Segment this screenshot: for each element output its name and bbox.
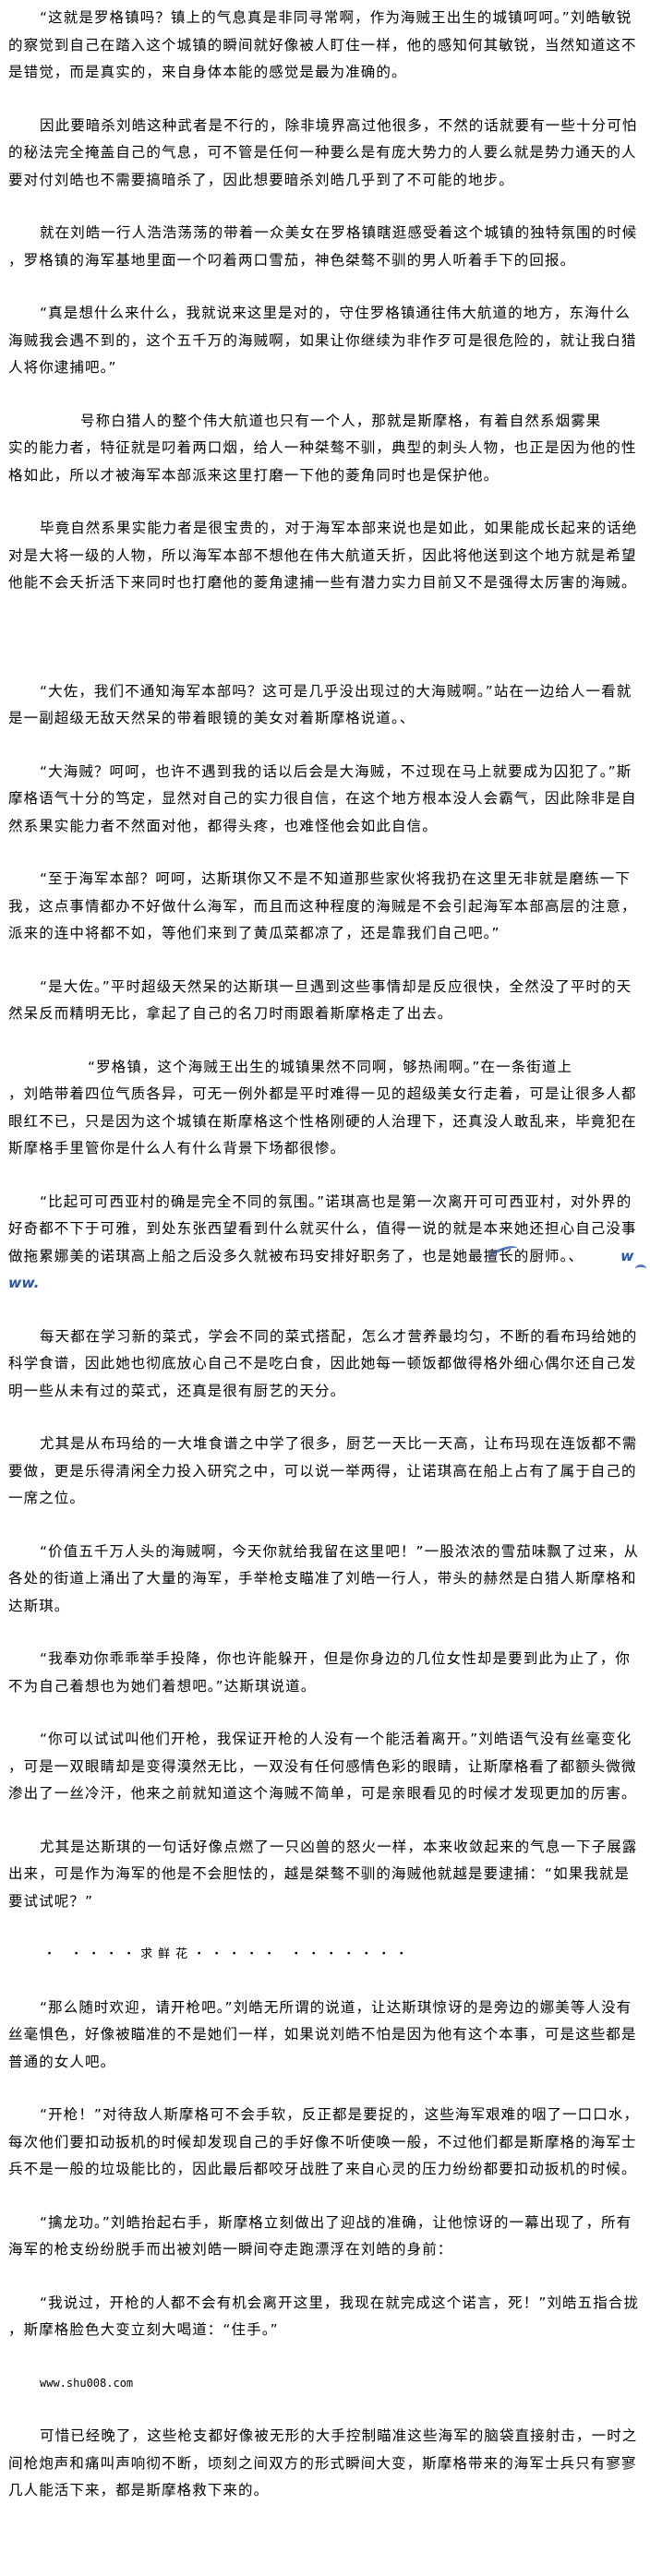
paragraph: “擒龙功。”刘皓抬起右手，斯摩格立刻做出了迎战的准确，让他惊讶的一幕出现了，所有…: [8, 2213, 632, 2258]
paragraph: “这就是罗格镇吗？镇上的气息真是非同寻常啊，作为海贼王出生的城镇呵呵。”刘皓敏锐…: [8, 9, 637, 80]
paragraph-text: “比起可可西亚村的确是完全不同的氛围。”诺琪高也是第一次离开可可西亚村，对外界的…: [8, 1192, 637, 1264]
paragraph: “大海贼？呵呵，也许不遇到我的话以后会是大海贼，不过现在马上就要成为囚犯了。”斯…: [8, 762, 637, 834]
article-body: “这就是罗格镇吗？镇上的气息真是非同寻常啊，作为海贼王出生的城镇呵呵。”刘皓敏锐…: [8, 5, 644, 2531]
paragraph: “罗格镇，这个海贼王出生的城镇果然不同啊，够热闹啊。”在一条街道上 ，刘皓带着四位…: [8, 1054, 644, 1163]
paragraph: 每天都在学习新的菜式，学会不同的菜式搭配，怎么才营养最均匀，不断的看布玛给她的科…: [8, 1327, 638, 1399]
paragraph: “至于海军本部？呵呵，达斯琪你又不是不知道那些家伙将我扔在这里无非就是磨练一下我…: [8, 870, 637, 941]
paragraph: 毕竟自然系果实能力者是很宝贵的，对于海军本部来说也是如此，如果能成长起来的话绝对…: [8, 520, 638, 591]
paragraph: 尤其是达斯琪的一句话好像点燃了一只凶兽的怒火一样，本来收敛起来的气息一下子展露出…: [8, 1838, 638, 1910]
watermark: www.: [8, 1247, 634, 1292]
paragraph: 就在刘皓一行人浩浩荡荡的带着一众美女在罗格镇瞎逛感受着这个城镇的独特氛围的时候，…: [8, 224, 638, 269]
paragraph-first-line: “罗格镇，这个海贼王出生的城镇果然不同啊，够热闹啊。”在一条街道上: [88, 1058, 573, 1075]
paragraph: “比起可可西亚村的确是完全不同的氛围。”诺琪高也是第一次离开可可西亚村，对外界的…: [8, 1189, 644, 1298]
paragraph: 因此要暗杀刘皓这种武者是不行的，除非境界高过他很多，不然的话就要有一些十分可怕的…: [8, 116, 638, 188]
paragraph: “你可以试试叫他们开枪，我保证开枪的人没有一个能活着离开。”刘皓语气没有丝毫变化…: [8, 1731, 637, 1802]
paragraph: “大佐，我们不通知海军本部吗？这可是几乎没出现过的大海贼啊。”站在一边给人一看就…: [8, 682, 632, 727]
paragraph: “我奉劝你乖乖举手投降，你也许能躲开，但是你身边的几位女性却是要到此为止了，你不…: [8, 1650, 631, 1695]
paragraph: “我说过，开枪的人都不会有机会离开这里，我现在就完成这个诺言，死！”刘皓五指合拢…: [8, 2294, 640, 2339]
watermark-swoosh: [635, 1264, 646, 1273]
paragraph: “是大佐。”平时超级天然呆的达斯琪一旦遇到这些事情却是反应很快，全然没了平时的天…: [8, 977, 632, 1023]
paragraph: “开枪！”对待敌人斯摩格可不会手软，反正都是要捉的，这些海军艰难的咽了一口口水，…: [8, 2106, 640, 2177]
site-url: www.shu008.com: [40, 2376, 134, 2390]
paragraph: 号称白猎人的整个伟大航道也只有一个人，那就是斯摩格，有着自然系烟雾果实的能力者，…: [8, 408, 644, 490]
paragraph: 尤其是从布玛给的一大堆食谱之中学了很多，厨艺一天比一天高，让布玛现在连饭都不需要…: [8, 1435, 638, 1506]
paragraph: “价值五千万人头的海贼啊，今天你就给我留在这里吧！”一股浓浓的雪茄味飘了过来，从…: [8, 1542, 640, 1614]
paragraph: “真是想什么来什么，我就说来这里是对的，守住罗格镇通往伟大航道的地方，东海什么海…: [8, 305, 637, 376]
section-divider: ・ ・・・・求鲜花・・・・・ ・・・・・・・: [43, 1947, 414, 1961]
paragraph: 可惜已经晚了，这些枪支都好像被无形的大手控制瞄准这些海军的脑袋直接射击，一时之间…: [8, 2427, 638, 2498]
paragraph-first-line: 号称白猎人的整个伟大航道也只有一个人，那就是斯摩格，有着自然系烟雾果: [80, 412, 602, 429]
paragraph-rest: 实的能力者，特征就是叼着两口烟，给人一种桀骜不驯，典型的刺头人物，也正是因为他的…: [8, 439, 637, 484]
paragraph-rest: ，刘皓带着四位气质各异，可无一例外都是平时难得一见的超级美女行走着，可是让很多人…: [8, 1085, 637, 1156]
paragraph: “那么随时欢迎，请开枪吧。”刘皓无所谓的说道，让达斯琪惊讶的是旁边的娜美等人没有…: [8, 1998, 637, 2070]
